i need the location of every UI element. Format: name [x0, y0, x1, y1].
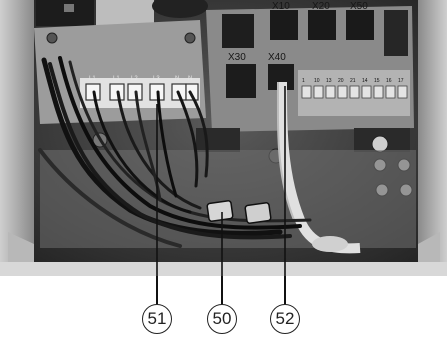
- connector-x10: [270, 10, 298, 40]
- callout-51: 51: [142, 304, 172, 334]
- connector-x20: [308, 10, 336, 40]
- board-terminal-number: 10: [314, 78, 320, 84]
- terminal-label-n: N: [175, 76, 179, 82]
- junction-box-photo: L1 L1 L2 L3 N N X10 X20 X50 X30 X40: [0, 0, 447, 276]
- callout-52: 52: [270, 304, 300, 334]
- board-label-x10: X10: [272, 1, 290, 12]
- terminal-label-l2: L2: [131, 76, 138, 82]
- board-label-x20: X20: [312, 1, 330, 12]
- terminal-label-l3: L3: [153, 76, 160, 82]
- screw-top-right: [184, 32, 196, 44]
- cable-clamp-1: [206, 200, 234, 222]
- board-terminal-cell: [301, 85, 312, 99]
- terminal-label-l1-2: L1: [113, 76, 120, 82]
- terminal-label-n2: N: [188, 76, 192, 82]
- photo-drawing: L1 L1 L2 L3 N N X10 X20 X50 X30 X40: [0, 0, 447, 276]
- housing-wall-right: [418, 0, 447, 276]
- housing-rim-bottom: [0, 262, 447, 276]
- board-terminal-cells: [301, 85, 408, 99]
- board-terminal-cell: [337, 85, 348, 99]
- top-left-module: [36, 0, 94, 26]
- housing-corner-left: [8, 232, 34, 262]
- ribbon-cable-edge: [276, 81, 295, 221]
- board-terminal-number: 1: [302, 78, 305, 84]
- leader-50: [221, 276, 223, 304]
- board-terminal-cell: [397, 85, 408, 99]
- leader-51: [156, 276, 158, 304]
- board-terminal-cell: [313, 85, 324, 99]
- leader-52: [284, 276, 286, 304]
- housing-corner-right: [418, 232, 440, 262]
- connector-x10-left: [222, 14, 254, 48]
- board-terminal-cell: [361, 85, 372, 99]
- top-cable-gland: [152, 0, 208, 18]
- callout-50: 50: [207, 304, 237, 334]
- board-terminal-number: 16: [386, 78, 392, 84]
- board-label-x30: X30: [228, 52, 246, 63]
- board-terminal-numbers: 1 10 13 20 21 14 15 16 17: [302, 78, 404, 84]
- connector-x30: [226, 64, 256, 98]
- screw-top-left: [46, 32, 58, 44]
- board-terminal-number: 17: [398, 78, 404, 84]
- connector-edge: [384, 10, 408, 56]
- terminal-n2: [185, 83, 199, 101]
- board-terminal-cell: [325, 85, 336, 99]
- board-terminal-number: 15: [374, 78, 380, 84]
- board-terminal-number: 21: [350, 78, 356, 84]
- screw-lower-right: [371, 135, 389, 153]
- wire-bundle: [38, 56, 312, 248]
- lower-bracket-left: [196, 128, 240, 152]
- board-terminal-number: 14: [362, 78, 368, 84]
- board-label-x50: X50: [350, 1, 368, 12]
- board-terminal-number: 20: [338, 78, 344, 84]
- board-terminal-number: 13: [326, 78, 332, 84]
- terminal-label-l1: L1: [89, 76, 96, 82]
- ribbon-fold: [312, 236, 348, 252]
- board-label-x40: X40: [268, 52, 286, 63]
- callout-row: 51 50 52: [0, 276, 447, 344]
- board-terminal-cell: [385, 85, 396, 99]
- top-left-module-detail: [64, 4, 74, 12]
- board-terminal-cell: [373, 85, 384, 99]
- cable-clamp-2: [244, 202, 272, 224]
- housing-wall-left: [0, 0, 34, 276]
- board-terminal-cell: [349, 85, 360, 99]
- connector-x50: [346, 10, 374, 40]
